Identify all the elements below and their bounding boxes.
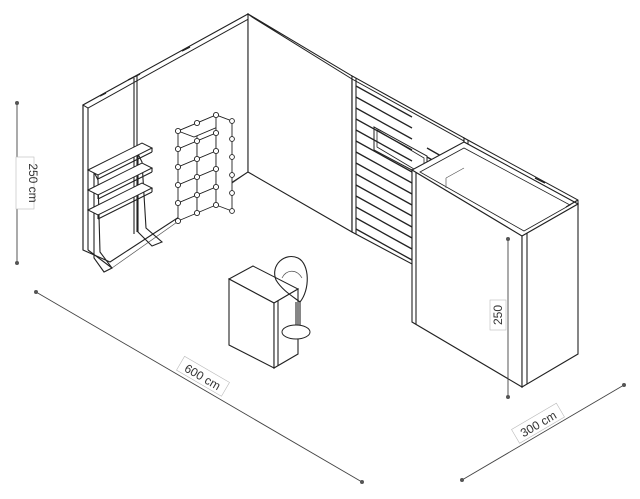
cube-connector xyxy=(193,209,201,217)
cube-connector xyxy=(212,165,220,173)
cube-connector xyxy=(229,136,235,142)
wall-shelves xyxy=(86,142,164,273)
cube-connector xyxy=(212,147,220,155)
slat-line xyxy=(355,107,413,140)
cube-connector xyxy=(229,118,235,124)
slat-line xyxy=(355,140,413,173)
cube-shelving xyxy=(174,111,235,225)
cube-connector xyxy=(229,208,235,214)
cube-connector xyxy=(193,155,201,163)
cube-connector xyxy=(174,127,182,135)
cube-connector xyxy=(193,119,201,127)
dimension-depth-right: 300 cm xyxy=(460,383,626,482)
cube-connector xyxy=(212,129,220,137)
cube-connector xyxy=(174,163,182,171)
slat-line xyxy=(355,206,413,239)
cube-connector xyxy=(174,145,182,153)
cube-connector xyxy=(174,181,182,189)
cube-connector xyxy=(212,111,220,119)
cube-connector xyxy=(174,199,182,207)
cube-connector xyxy=(229,172,235,178)
bar-stool xyxy=(274,256,311,340)
dimension-width-front: 600 cm xyxy=(34,290,364,484)
dimension-height-left: 250 cm xyxy=(15,101,40,265)
slat-line xyxy=(355,228,413,261)
dimension-label-height-left: 250 cm xyxy=(26,163,40,202)
slat-line xyxy=(355,118,413,151)
slat-line xyxy=(355,129,413,162)
cube-side xyxy=(215,114,233,212)
slat-line xyxy=(355,96,413,129)
back-wall xyxy=(247,13,353,233)
cube-connector xyxy=(193,137,201,145)
cube-connector xyxy=(193,173,201,181)
cube-connector xyxy=(174,217,182,225)
cube-connector xyxy=(193,191,201,199)
dimension-height-cabinet: 250 xyxy=(489,237,510,399)
cube-connector xyxy=(212,183,220,191)
storage-cabinet xyxy=(410,141,580,388)
cube-connector xyxy=(229,190,235,196)
slat-line xyxy=(355,173,413,206)
slat-line xyxy=(355,162,413,195)
slatted-wall xyxy=(351,75,465,265)
slat-line xyxy=(355,195,413,228)
slat-line xyxy=(355,85,413,118)
dimension-label-height-cabinet: 250 xyxy=(491,305,505,325)
slat-line xyxy=(355,217,413,250)
cube-connector xyxy=(212,201,220,209)
slat-line xyxy=(355,151,413,184)
counter-desk xyxy=(227,265,300,369)
slat-line xyxy=(355,184,413,217)
cube-connector xyxy=(229,154,235,160)
